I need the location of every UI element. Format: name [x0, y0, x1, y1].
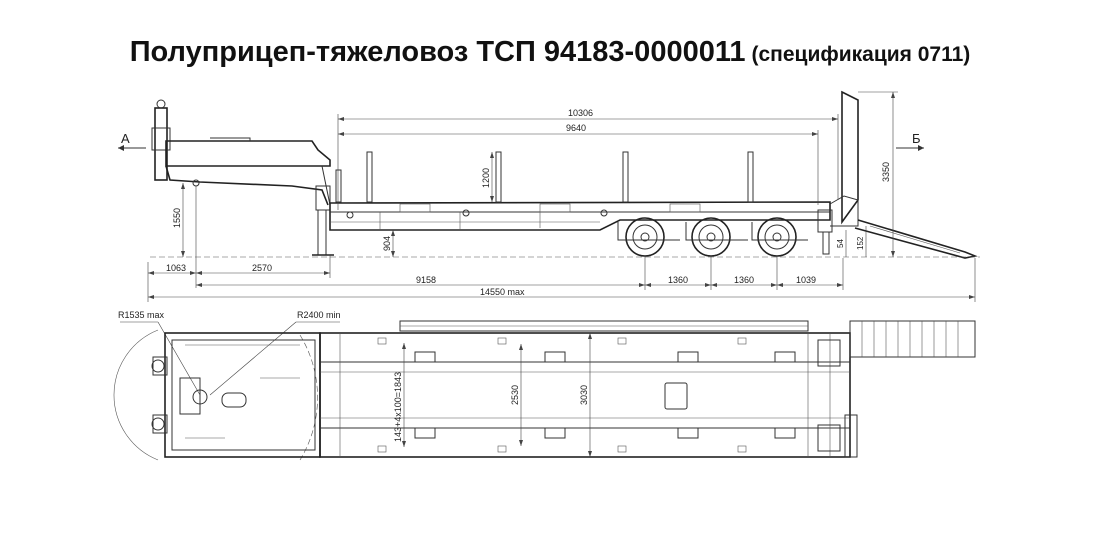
dim-text-3350: 3350	[881, 162, 891, 182]
dim-3350: 3350	[858, 91, 898, 257]
dim-text-152: 152	[856, 236, 865, 250]
side-view: А Б	[118, 90, 980, 302]
dim-text-3030: 3030	[579, 385, 589, 405]
dim-text-2530: 2530	[510, 385, 520, 405]
radius-front-label: R1535 max	[118, 310, 165, 320]
section-label-left: А	[121, 131, 130, 146]
dim-text-14550: 14550 max	[480, 287, 525, 297]
radius-turn-label: R2400 min	[297, 310, 341, 320]
dim-ramp-small: 54 152	[836, 226, 867, 257]
radius-annotations: R1535 max R2400 min	[113, 310, 341, 461]
dim-text-9640: 9640	[566, 123, 586, 133]
dim-text-2570: 2570	[252, 263, 272, 273]
rear-ramp	[817, 90, 978, 259]
drawing-title: Полуприцеп-тяжеловоз ТСП 94183-0000011(с…	[0, 36, 1100, 69]
dim-text-54: 54	[836, 239, 845, 248]
dim-3030: 3030	[579, 333, 592, 457]
gooseneck	[151, 99, 334, 256]
section-marker-left: А	[118, 131, 146, 151]
dim-text-pocket-spacing: 143+4х100=1843	[393, 372, 403, 442]
dim-904: 904	[382, 230, 395, 257]
dim-text-1360-b: 1360	[734, 275, 754, 285]
deck-details	[346, 203, 701, 219]
dim-text-10306: 10306	[568, 108, 593, 118]
dim-row-bottom-2: 9158 1360 1360 1039	[196, 256, 844, 290]
top-lashing-pockets	[377, 337, 796, 453]
dim-text-1550: 1550	[172, 208, 182, 228]
title-main: Полуприцеп-тяжеловоз ТСП 94183-0000011	[129, 36, 746, 68]
wheels	[617, 217, 808, 257]
dim-text-1039: 1039	[796, 275, 816, 285]
dim-1200: 1200	[481, 152, 494, 202]
top-rear-ramps	[817, 320, 976, 458]
dim-text-1063: 1063	[166, 263, 186, 273]
section-label-right: Б	[912, 131, 921, 146]
dim-9640: 9640	[338, 123, 819, 205]
dim-text-1200: 1200	[481, 168, 491, 188]
stakes	[335, 151, 754, 203]
top-gooseneck	[151, 332, 321, 458]
top-view: R1535 max R2400 min	[113, 310, 976, 461]
dim-row-bottom-1: 1063 2570	[147, 186, 331, 288]
dim-text-904: 904	[382, 236, 392, 251]
dim-2530: 2530	[510, 344, 523, 446]
title-spec: (спецификация 0711)	[751, 43, 971, 66]
dim-text-1360-a: 1360	[668, 275, 688, 285]
section-marker-right: Б	[896, 131, 924, 151]
top-platform	[319, 320, 851, 458]
dim-14550: 14550 max	[147, 258, 976, 302]
main-deck	[329, 201, 831, 231]
dim-10306: 10306	[337, 108, 839, 210]
dim-1550: 1550	[172, 183, 185, 257]
dim-pocket-spacing: 143+4х100=1843	[393, 343, 406, 447]
dim-text-9158: 9158	[416, 275, 436, 285]
